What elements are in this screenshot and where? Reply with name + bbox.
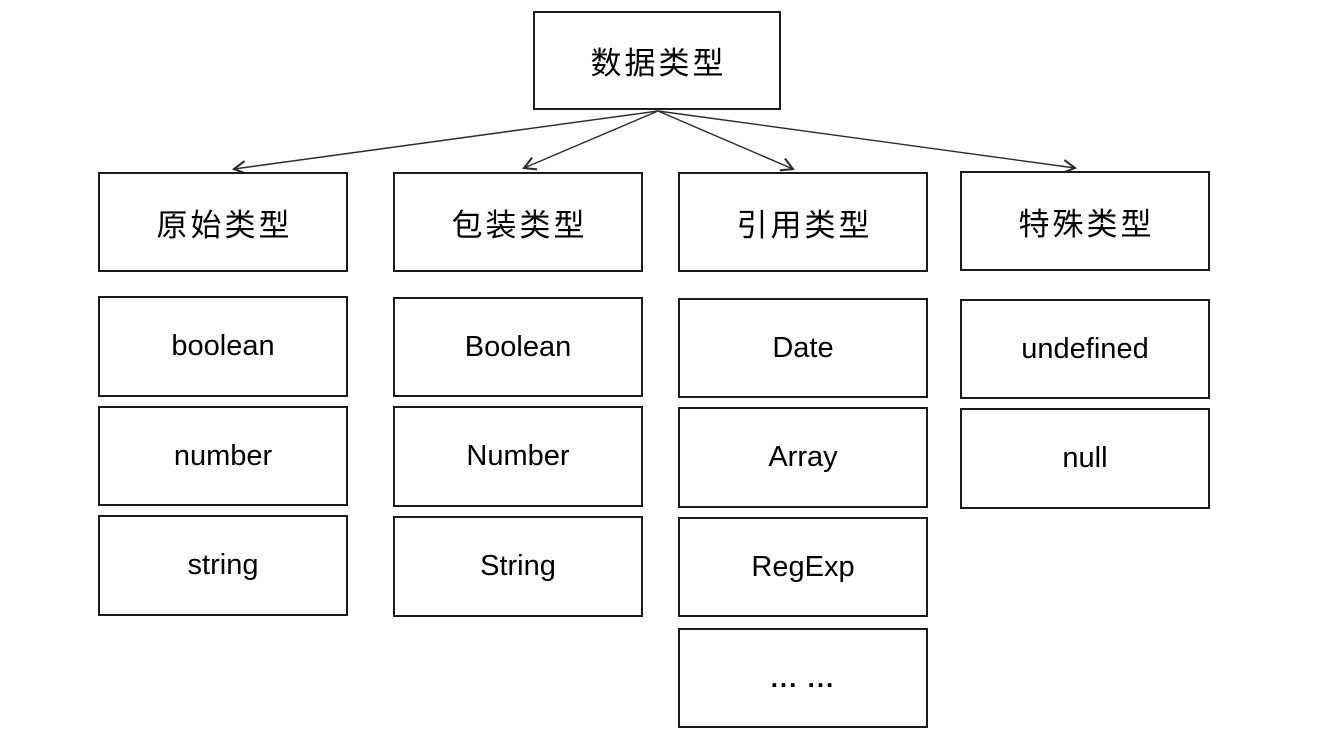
type-node-string-wrapper: String xyxy=(393,516,643,617)
category-node-reference: 引用类型 xyxy=(678,172,928,272)
arrow-root-to-wrapper xyxy=(522,110,659,171)
root-node: 数据类型 xyxy=(533,11,781,110)
type-node-date: Date xyxy=(678,298,928,398)
type-node-ellipsis: ... ... xyxy=(678,628,928,728)
type-node-string: string xyxy=(98,515,348,616)
category-node-wrapper: 包装类型 xyxy=(393,172,643,272)
category-node-special: 特殊类型 xyxy=(960,171,1210,271)
type-node-number-wrapper: Number xyxy=(393,406,643,507)
type-node-boolean: boolean xyxy=(98,296,348,397)
type-node-boolean-wrapper: Boolean xyxy=(393,297,643,397)
type-node-number: number xyxy=(98,406,348,506)
arrow-root-to-primitive xyxy=(231,110,659,175)
arrow-root-to-reference xyxy=(657,110,795,172)
type-node-regexp: RegExp xyxy=(678,517,928,617)
arrow-root-to-special xyxy=(657,110,1078,174)
type-node-array: Array xyxy=(678,407,928,508)
type-node-undefined: undefined xyxy=(960,299,1210,399)
type-node-null: null xyxy=(960,408,1210,509)
category-node-primitive: 原始类型 xyxy=(98,172,348,272)
